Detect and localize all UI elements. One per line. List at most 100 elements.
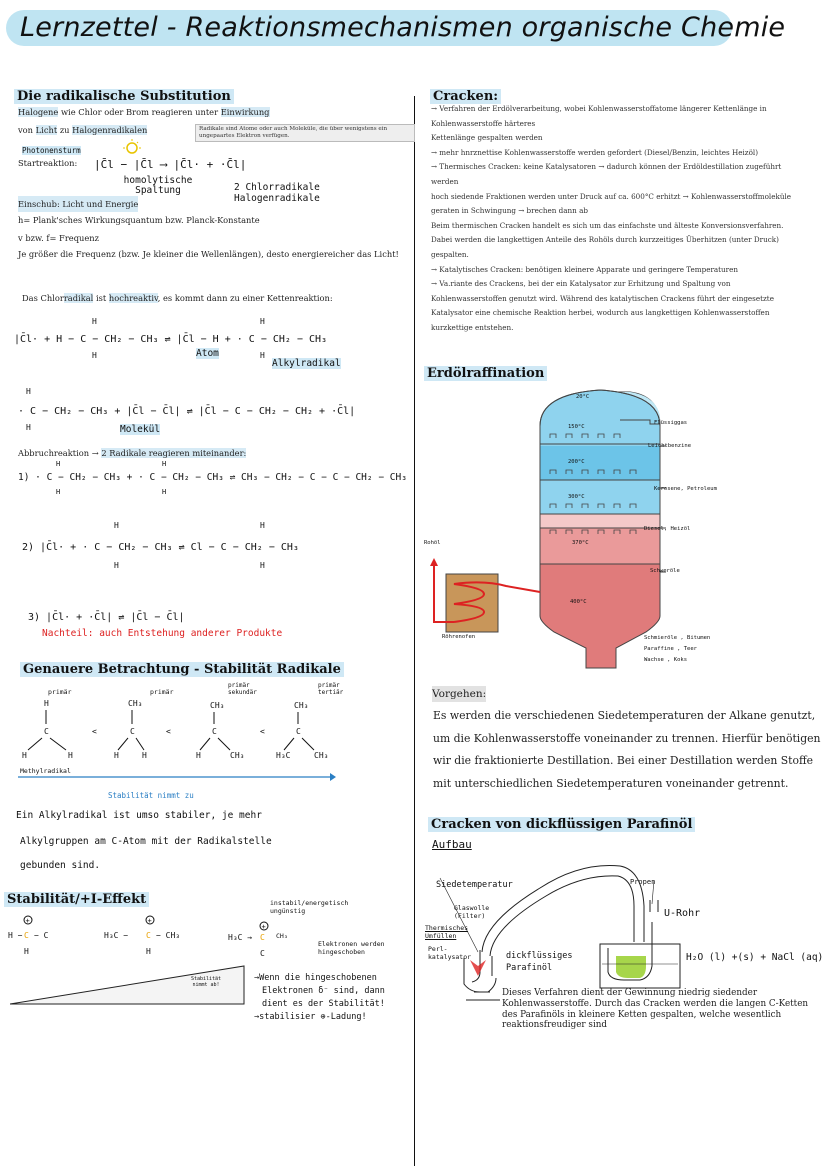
alkyl-note-1: Ein Alkylradikal ist umso stabiler, je m… (16, 810, 262, 821)
ch3-fragment: CH₃ (276, 932, 288, 940)
page-title: Lernzettel - Reaktionsmechanismen organi… (20, 12, 786, 43)
planck-line: h= Plank'sches Wirkungsquantum bzw. Plan… (18, 215, 260, 225)
svg-text:H: H (68, 751, 73, 760)
svg-text:CH₃: CH₃ (314, 751, 328, 760)
nachteil-note: Nachteil: auch Entstehung anderer Produk… (42, 628, 283, 639)
svg-text:2) |C̄l· + · C − CH₂ − CH₃: 2) |C̄l· + · C − CH₂ − CH₃ ⇌ Cl − C − CH… (22, 540, 299, 553)
svg-text:<: < (260, 727, 265, 736)
vorgehen-heading: Vorgehen: (432, 686, 487, 702)
u-rohr-label: U-Rohr (664, 908, 701, 919)
svg-text:H: H (56, 460, 60, 468)
svg-text:C: C (260, 949, 265, 958)
instabil-label: instabil/energetisch ungünstig (270, 899, 349, 915)
label-leichtbenzine: Leichtbenzine (648, 443, 692, 449)
label-rohoel: Rohöl (424, 540, 441, 546)
glaswolle-label: Glaswolle (Filter) (454, 904, 490, 920)
sekundaer-label: primär sekundär (228, 682, 257, 696)
svg-text:3) |C̄l· + ·C̄l| ⇌ |C̄l −: 3) |C̄l· + ·C̄l| ⇌ |C̄l − C̄l| (28, 610, 185, 623)
i-effekt-note-3: dient es der Stabilität! (262, 999, 385, 1009)
svg-text:H: H (24, 947, 29, 956)
svg-text:1) · C − CH₂ − CH₃ + · C −: 1) · C − CH₂ − CH₃ + · C − CH₂ − CH₃ ⇌ C… (18, 472, 407, 483)
abbruchreaktion-line: Abbruchreaktion → 2 Radikale reagieren m… (18, 448, 247, 458)
svg-text:C: C (296, 727, 301, 736)
label-fluessiggas: Flüssiggas (654, 420, 688, 426)
svg-text:C: C (146, 931, 151, 940)
reaction-formula: H₂O (l) +(s) + NaCl (aq) (686, 952, 824, 963)
temp-370: 370°C (572, 540, 589, 546)
molekuel-label: Molekül (120, 424, 161, 435)
abbruch-formulas: 1) · C − CH₂ − CH₃ + · C − CH₂ − CH₃ ⇌ C… (18, 460, 407, 623)
svg-text:C: C (260, 933, 265, 942)
homolytische-label: homolytische Spaltung (123, 175, 193, 196)
svg-text:H: H (260, 561, 265, 570)
svg-text:H: H (114, 521, 119, 530)
kettenreaktion-line: Das Chlorradikal ist hochreaktiv, es kom… (22, 293, 333, 303)
vorgehen-text: Es werden die verschiedenen Siedetempera… (433, 709, 821, 790)
svg-text:H: H (162, 460, 166, 468)
svg-text:CH₃: CH₃ (294, 701, 308, 710)
perlkatalysator-label: Perl-katalysator (428, 945, 472, 961)
label-paraffine: Paraffine , Teer (644, 646, 697, 652)
svg-text:H: H (260, 351, 265, 360)
thermisches-label: Thermisches Umfüllen (425, 924, 469, 940)
svg-text:|C̄l· + H − C − CH₂ − CH₃ ⇌: |C̄l· + H − C − CH₂ − CH₃ ⇌ |C̄l − H + ·… (14, 332, 327, 345)
cracken-text: → Verfahren der Erdölverarbeitung, wobei… (431, 104, 792, 332)
svg-text:H: H (22, 751, 27, 760)
stabilitaet-nimmt-zu: Stabilität nimmt zu (108, 791, 194, 800)
einschub-heading: Einschub: Licht und Energie (18, 196, 139, 212)
svg-text:H: H (92, 317, 97, 326)
destillation-tower (430, 389, 666, 669)
heading-radikalische-substitution: Die radikalische Substitution (14, 89, 234, 104)
alkyl-note-2: Alkylgruppen am C-Atom mit der Radikalst… (20, 836, 272, 847)
svg-text:<: < (166, 727, 171, 736)
temp-20: 20°C (576, 394, 590, 400)
svg-text:H: H (44, 699, 49, 708)
tertiaer-label: primär tertiär (318, 682, 344, 696)
i-effekt-note-4: →stabilisier ⊕-Ladung! (254, 1012, 367, 1022)
label-roehrenofen: Röhrenofen (442, 634, 476, 640)
temp-400: 400°C (570, 599, 587, 605)
svg-text:+: + (148, 917, 152, 925)
svg-text:H: H (260, 317, 265, 326)
label-schweroele: Schweröle (650, 568, 680, 574)
svg-text:· C − CH₂ − CH₃ + |C̄l − C̄l: · C − CH₂ − CH₃ + |C̄l − C̄l| ⇌ |C̄l − C… (18, 404, 355, 417)
aufbau-label: Aufbau (432, 838, 472, 851)
svg-text:C: C (44, 727, 49, 736)
dickfluessig-label: dickflüssiges Parafinöl (506, 951, 573, 973)
svg-text:C: C (212, 727, 217, 736)
radikal-line2: von Licht zu Halogenradikalen (18, 125, 148, 135)
svg-text:H −: H − (8, 931, 23, 940)
svg-text:H: H (114, 751, 119, 760)
label-wachse: Wachse , Koks (644, 657, 688, 663)
primaer-label-2: primär (150, 688, 174, 696)
startreaktion-formula: |C̄l − |C̄l ⟶ |C̄l· + ·C̄l| (94, 139, 246, 171)
svg-text:+: + (262, 923, 266, 931)
radikal-line1: Halogene wie Chlor oder Brom reagieren u… (18, 107, 270, 117)
primaer-label-1: primär (48, 688, 72, 696)
svg-text:H₃C: H₃C (276, 751, 291, 760)
svg-text:CH₃: CH₃ (210, 701, 224, 710)
sun-icon (123, 139, 141, 154)
label-schmieroele: Schmieröle , Bitumen (644, 635, 711, 641)
temp-300: 300°C (568, 494, 585, 500)
svg-text:H: H (196, 751, 201, 760)
svg-text:H: H (260, 521, 265, 530)
heading-stabilitaet-radikale: Genauere Betrachtung - Stabilität Radika… (20, 662, 344, 677)
alkyl-note-3: gebunden sind. (20, 860, 101, 871)
svg-text:H: H (114, 561, 119, 570)
svg-text:H: H (92, 351, 97, 360)
svg-text:H: H (146, 947, 151, 956)
elektronen-label: Elektronen werden hingeschoben (318, 940, 385, 956)
i-effekt-note-2: Elektronen δ⁻ sind, dann (262, 986, 385, 996)
kettenreaktion-formula: |C̄l· + H − C − CH₂ − CH₃ ⇌ |C̄l − H + ·… (14, 317, 355, 432)
i-effekt-structures: + H −C− C H + H₃C −C− CH₃ H H₃C →C + C (8, 915, 269, 958)
frequenz-line: v bzw. f= Frequenz (18, 233, 99, 243)
svg-text:H: H (26, 387, 31, 396)
svg-text:H₃C −: H₃C − (104, 931, 128, 940)
label-diesel: Diesel, Heizöl (644, 526, 691, 532)
i-effekt-note-1: →Wenn die hingeschobenen (254, 973, 377, 983)
svg-text:H: H (142, 751, 147, 760)
stabilitaet-wedge (10, 965, 245, 1005)
svg-text:H: H (162, 488, 166, 496)
heading-cracken-parafinoel: Cracken von dickflüssigen Parafinöl (428, 817, 696, 832)
